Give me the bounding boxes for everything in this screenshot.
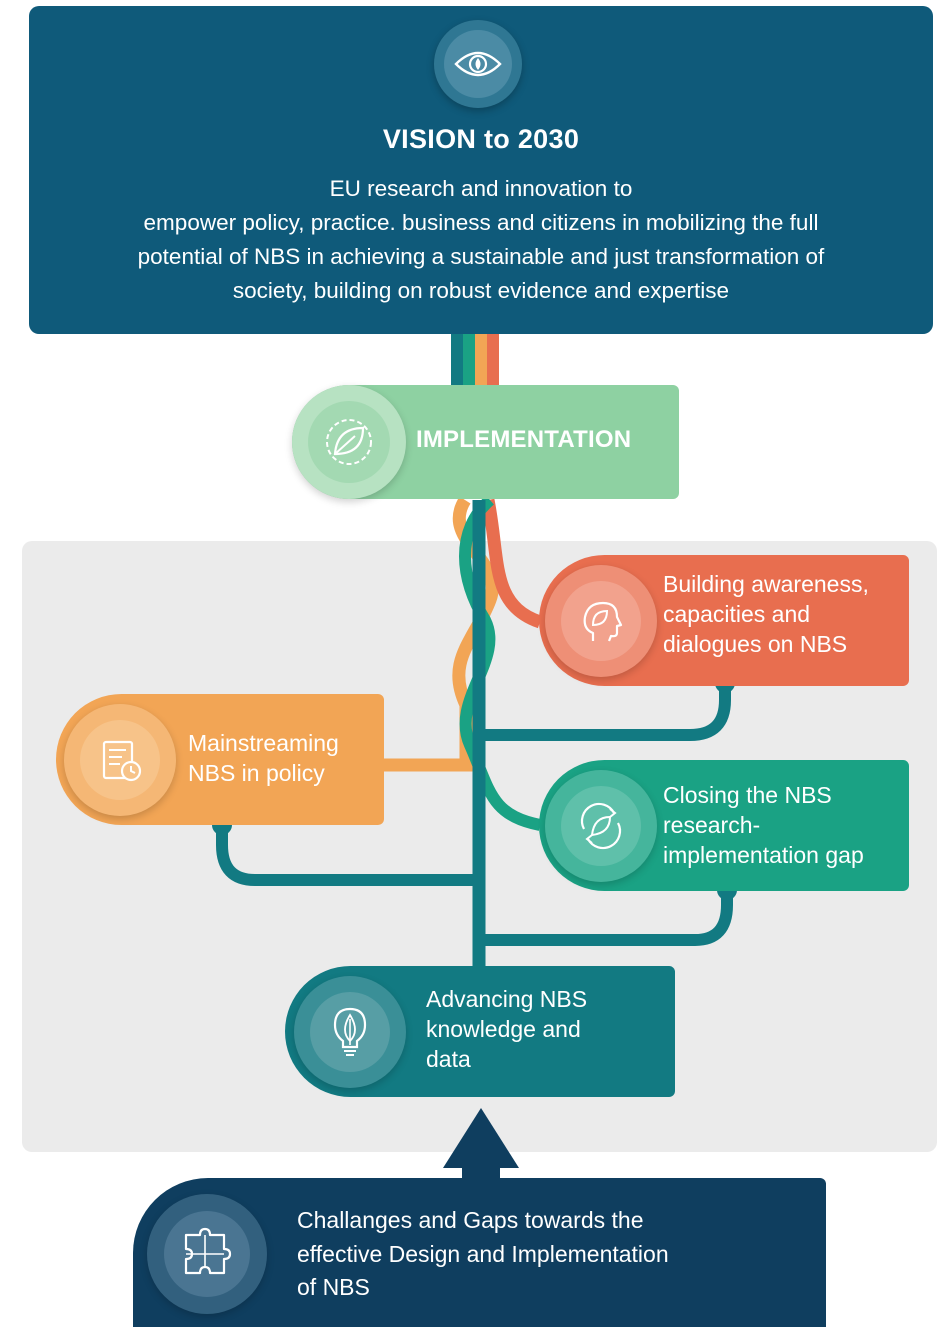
mainstreaming-label-line: NBS in policy	[188, 760, 325, 786]
vision-line: empower policy, practice. business and c…	[143, 210, 819, 235]
implementation-icon-ring	[292, 385, 406, 499]
mainstreaming-icon-ring	[64, 704, 176, 816]
puzzle-icon	[164, 1211, 250, 1297]
implementation-label: IMPLEMENTATION	[416, 426, 632, 453]
implementation-node: IMPLEMENTATION	[292, 385, 679, 499]
document-clock-icon	[80, 720, 160, 800]
connector-stripe-coral	[487, 334, 499, 386]
eye-leaf-icon	[444, 30, 512, 98]
connector-hook-awareness	[479, 683, 731, 741]
leaf-cycle-icon	[561, 786, 641, 866]
awareness-node: Building awareness, capacities and dialo…	[539, 555, 909, 686]
vision-line: EU research and innovation to	[329, 176, 633, 201]
vision-box: VISION to 2030 EU research and innovatio…	[29, 6, 933, 334]
closing-gap-node: Closing the NBS research- implementation…	[539, 760, 909, 891]
awareness-icon-ring	[545, 565, 657, 677]
leaf-gear-icon	[308, 401, 390, 483]
arrow-head	[443, 1108, 519, 1168]
challenges-label-line: of NBS	[297, 1274, 370, 1300]
advancing-label-line: Advancing NBS	[426, 986, 588, 1012]
mainstreaming-label-line: Mainstreaming	[188, 730, 339, 756]
awareness-label-line: capacities and	[663, 601, 811, 627]
challenges-label: Challanges and Gaps towards the effectiv…	[297, 1204, 669, 1305]
mainstreaming-label: Mainstreaming NBS in policy	[188, 728, 339, 788]
awareness-label: Building awareness, capacities and dialo…	[663, 569, 869, 659]
advancing-node: Advancing NBS knowledge and data	[285, 966, 675, 1097]
awareness-label-line: dialogues on NBS	[663, 631, 848, 657]
challenges-node: Challanges and Gaps towards the effectiv…	[133, 1178, 826, 1327]
connector-stripe-teal	[451, 334, 463, 386]
connector-stripe-green	[463, 334, 475, 386]
advancing-label-line: data	[426, 1046, 471, 1072]
advancing-icon-ring	[294, 976, 406, 1088]
vision-icon-ring	[434, 20, 522, 108]
closing-gap-label-line: implementation gap	[663, 842, 864, 868]
closing-gap-label: Closing the NBS research- implementation…	[663, 780, 864, 870]
connector-hook-closing	[479, 890, 733, 946]
challenges-label-line: Challanges and Gaps towards the	[297, 1207, 644, 1233]
mainstreaming-node: Mainstreaming NBS in policy	[56, 694, 384, 825]
closing-gap-icon-ring	[545, 770, 657, 882]
connector-hook-mainstreaming	[216, 825, 479, 886]
vision-description: EU research and innovation to empower po…	[49, 172, 913, 308]
vision-line: society, building on robust evidence and…	[232, 278, 730, 303]
connector-awareness	[481, 498, 543, 629]
closing-gap-label-line: Closing the NBS	[663, 782, 832, 808]
advancing-label-line: knowledge and	[426, 1016, 581, 1042]
vision-line: potential of NBS in achieving a sustaina…	[137, 244, 825, 269]
vision-title: VISION to 2030	[382, 124, 580, 154]
bulb-leaf-icon	[310, 992, 390, 1072]
advancing-label: Advancing NBS knowledge and data	[426, 984, 587, 1074]
connector-stripe-orange	[475, 334, 487, 386]
challenges-icon-ring	[147, 1194, 267, 1314]
closing-gap-label-line: research-	[663, 812, 761, 838]
challenges-label-line: effective Design and Implementation	[297, 1240, 669, 1267]
awareness-label-line: Building awareness,	[663, 571, 869, 597]
head-leaf-icon	[561, 581, 641, 661]
